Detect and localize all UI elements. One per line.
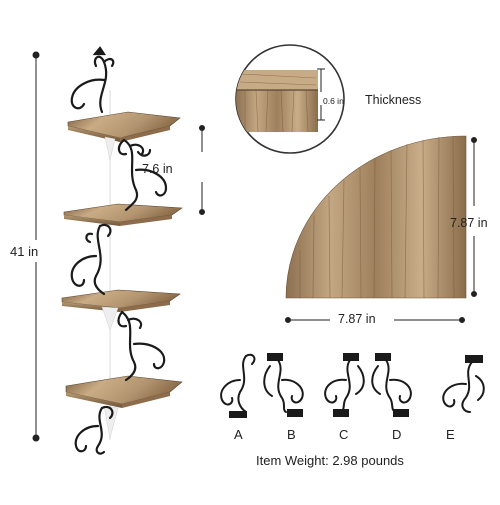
thickness-closeup bbox=[235, 44, 345, 154]
bracket-a bbox=[220, 353, 256, 418]
item-weight: Item Weight: 2.98 pounds bbox=[256, 453, 404, 468]
shelf-3 bbox=[61, 289, 181, 331]
height-dimension bbox=[32, 51, 40, 442]
depth-dimension bbox=[471, 137, 477, 297]
depth-label: 7.87 in bbox=[450, 216, 488, 230]
spacing-endpoint-bottom bbox=[199, 209, 205, 215]
quarter-top-view bbox=[285, 135, 477, 323]
spacing-endpoint-top bbox=[199, 125, 205, 131]
part-label-d: D bbox=[392, 427, 402, 442]
part-label-a: A bbox=[234, 427, 243, 442]
thickness-value-label: 0.6 in bbox=[323, 96, 344, 106]
bracket-c bbox=[324, 353, 365, 417]
total-height-label: 41 in bbox=[10, 244, 39, 259]
iron-brackets bbox=[70, 46, 168, 455]
part-label-c: C bbox=[339, 427, 349, 442]
bracket-d bbox=[371, 353, 412, 417]
width-label: 7.87 in bbox=[338, 312, 376, 326]
shelf-2 bbox=[63, 203, 183, 226]
shelf-1 bbox=[67, 111, 181, 161]
part-label-b: B bbox=[287, 427, 296, 442]
height-endpoint-top bbox=[32, 51, 40, 59]
width-dimension bbox=[285, 317, 465, 323]
spacing-dimension bbox=[199, 125, 205, 215]
shelf-4 bbox=[65, 375, 183, 439]
bracket-e bbox=[442, 355, 485, 413]
wood-grain bbox=[299, 135, 455, 299]
thickness-label: Thickness bbox=[365, 93, 422, 107]
shelf-spacing-label: 7.6 in bbox=[142, 162, 173, 176]
shelf-unit bbox=[61, 46, 183, 455]
height-endpoint-bottom bbox=[32, 434, 40, 442]
part-label-e: E bbox=[446, 427, 455, 442]
bracket-b bbox=[263, 353, 304, 417]
bracket-parts bbox=[220, 353, 485, 418]
